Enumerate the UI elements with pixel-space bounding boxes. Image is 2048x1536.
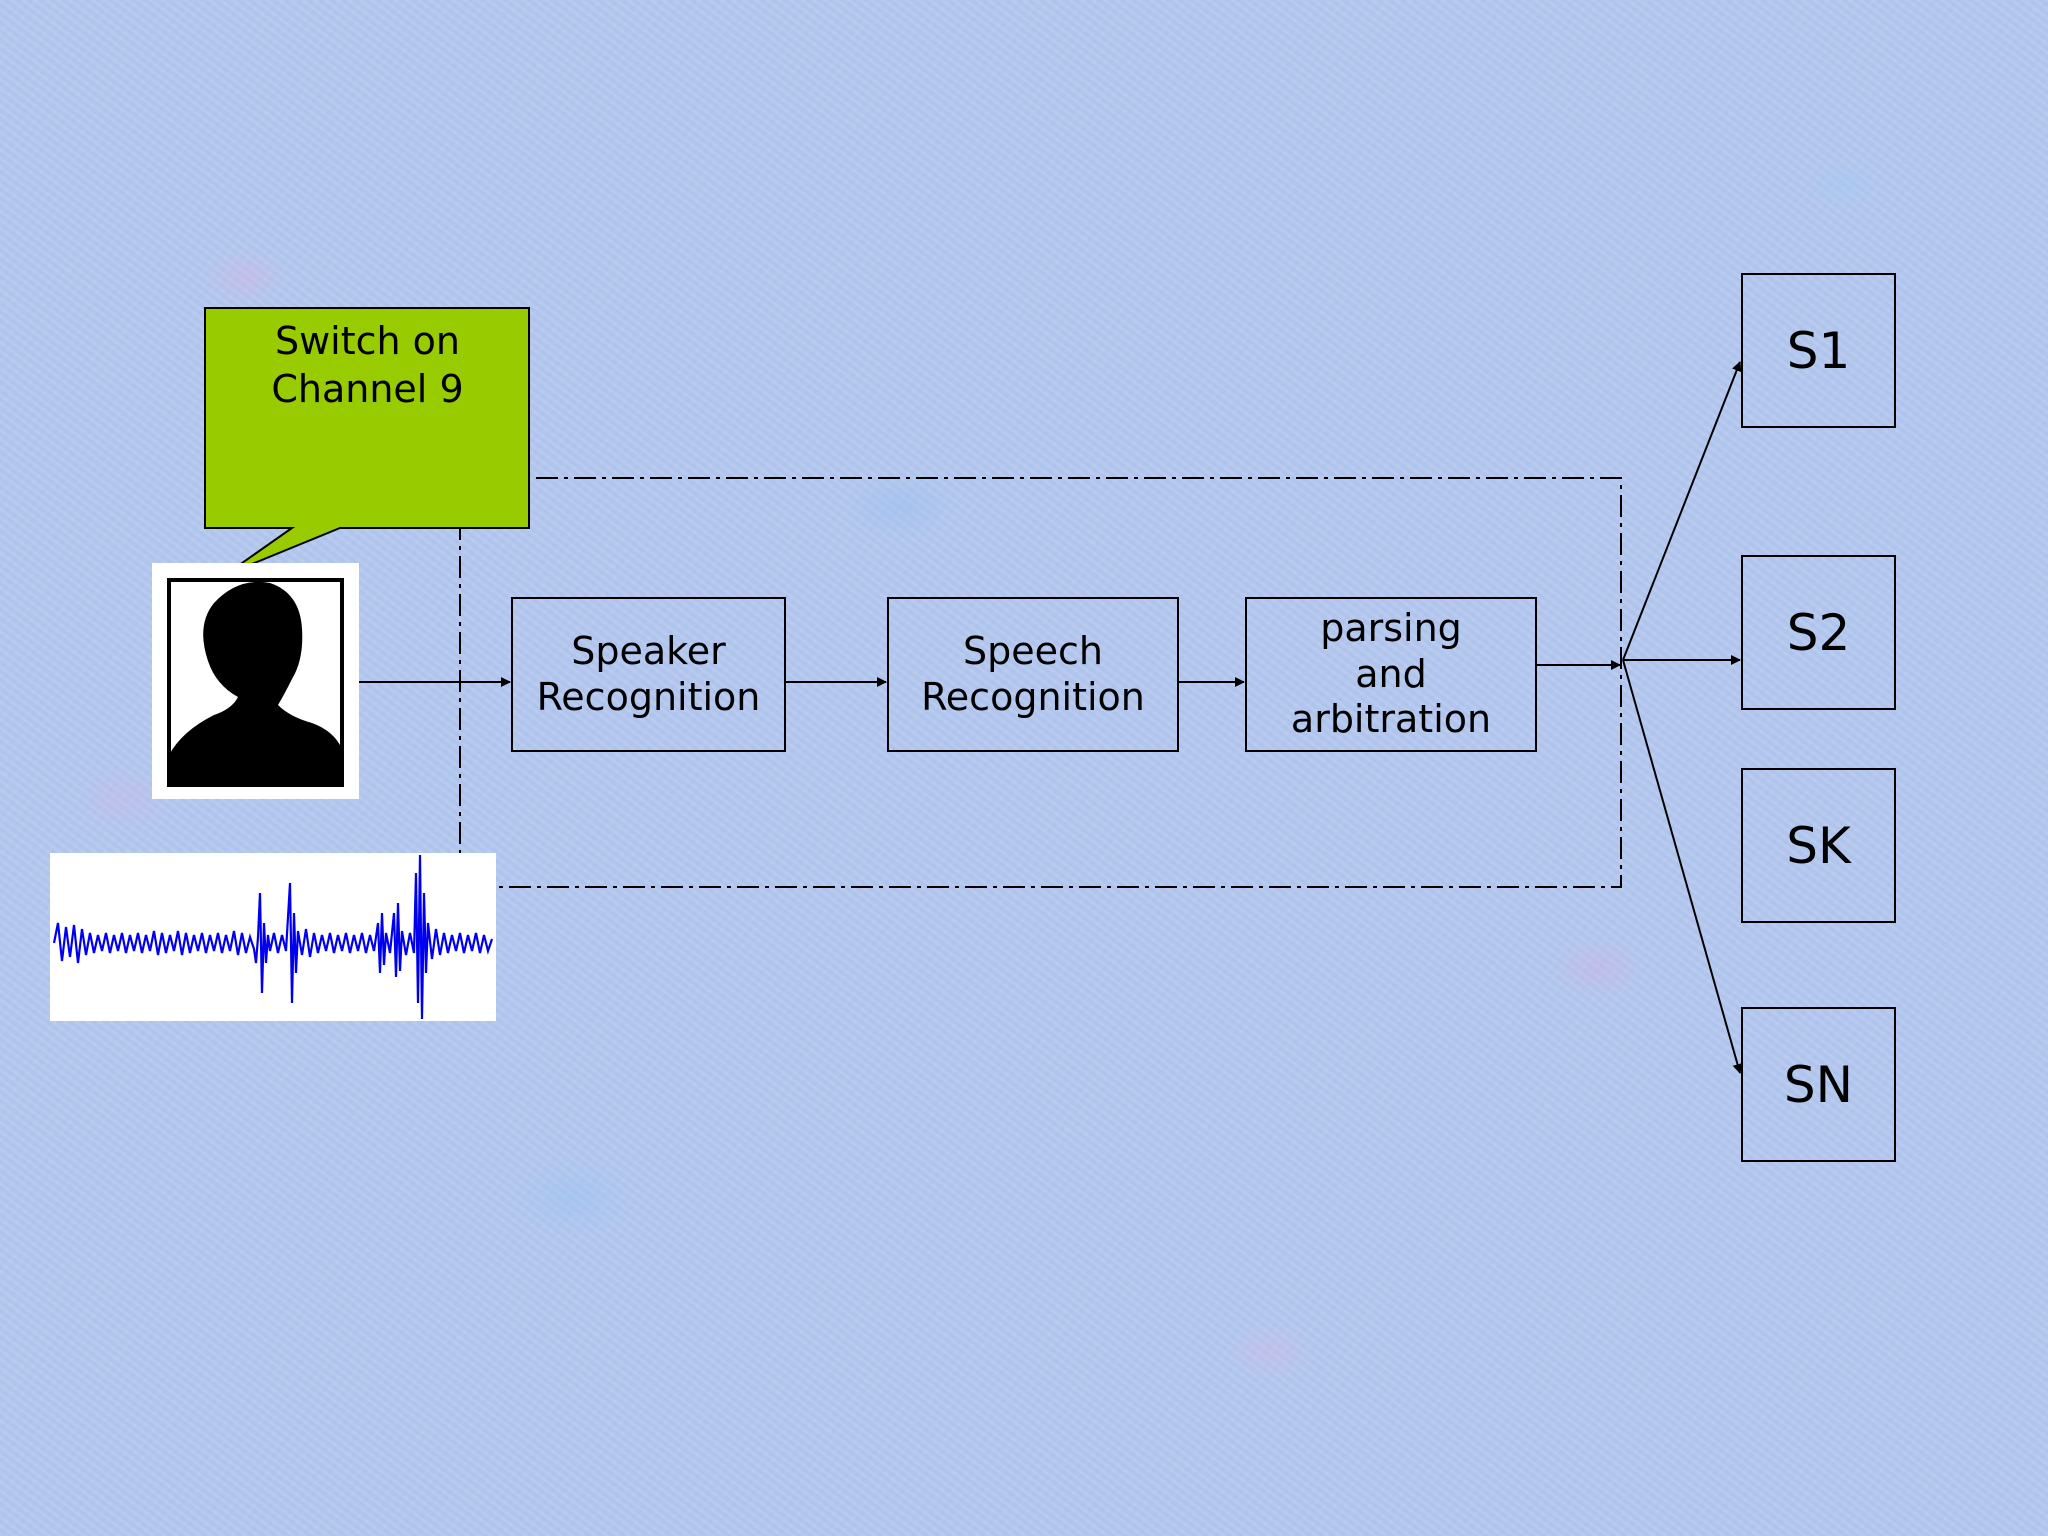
parsing-arbitration-label: parsing and arbitration [1290,606,1492,742]
system-box-sk: SK [1741,768,1896,923]
system-label-s2: S2 [1786,603,1851,662]
speech-recognition-box: Speech Recognition [887,597,1179,752]
callout-text: Switch on Channel 9 [271,319,464,411]
system-box-sn: SN [1741,1007,1896,1162]
arrow-to-s1 [1622,361,1742,661]
system-label-sn: SN [1783,1055,1854,1114]
arrow-to-sn [1622,659,1743,1074]
parsing-arbitration-box: parsing and arbitration [1245,597,1537,752]
speaker-recognition-label: Speaker Recognition [536,628,761,719]
speech-recognition-label: Speech Recognition [921,628,1145,719]
system-box-s1: S1 [1741,273,1896,428]
system-box-s2: S2 [1741,555,1896,710]
audio-waveform-icon [50,853,496,1021]
system-label-sk: SK [1786,816,1851,875]
speaker-recognition-box: Speaker Recognition [511,597,786,752]
system-label-s1: S1 [1786,321,1851,380]
person-silhouette-icon [152,563,359,799]
speech-callout [204,307,530,576]
